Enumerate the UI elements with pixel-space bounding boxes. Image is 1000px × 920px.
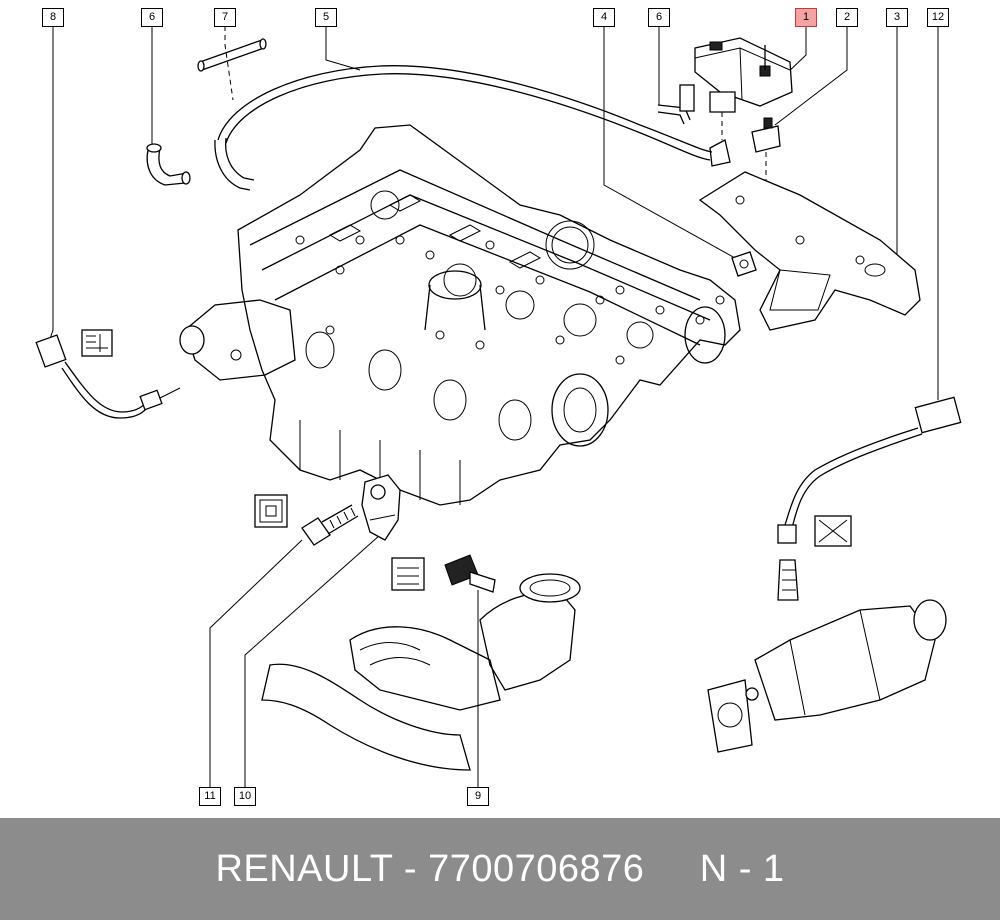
exploded-parts-diagram [35, 26, 962, 788]
intake-duct [261, 573, 581, 771]
part-1-pressure-sensor [694, 37, 793, 140]
part-5-long-hose [217, 65, 731, 167]
callout-2: 2 [836, 8, 858, 27]
callout-11: 11 [199, 787, 221, 806]
engine-block [179, 124, 741, 506]
part-3-bracket [698, 171, 921, 331]
callout-6-right: 6 [648, 8, 670, 27]
part-6-small-hose [657, 84, 695, 125]
part-8-coolant-sensor [35, 329, 181, 419]
part-9-intake-sensor [391, 554, 496, 593]
callout-6-left: 6 [141, 8, 163, 27]
callout-1-highlighted: 1 [795, 8, 817, 27]
part-4-plug-sensor [731, 251, 757, 277]
callout-5: 5 [315, 8, 337, 27]
callout-10: 10 [234, 787, 256, 806]
callout-8: 8 [42, 8, 64, 27]
callout-12: 12 [927, 8, 949, 27]
catalytic-converter [707, 599, 947, 753]
part-6-elbow-hose [146, 143, 191, 186]
callout-7: 7 [214, 8, 236, 27]
part-10-knock-sensor [361, 474, 401, 541]
part-number-banner: RENAULT - 7700706876 N - 1 [0, 818, 1000, 920]
part-11-bolt [254, 494, 359, 546]
callout-4: 4 [593, 8, 615, 27]
callout-9: 9 [467, 787, 489, 806]
callout-3: 3 [886, 8, 908, 27]
part-7-vacuum-pipe [197, 38, 267, 191]
part-12-oxygen-sensor [777, 396, 962, 601]
